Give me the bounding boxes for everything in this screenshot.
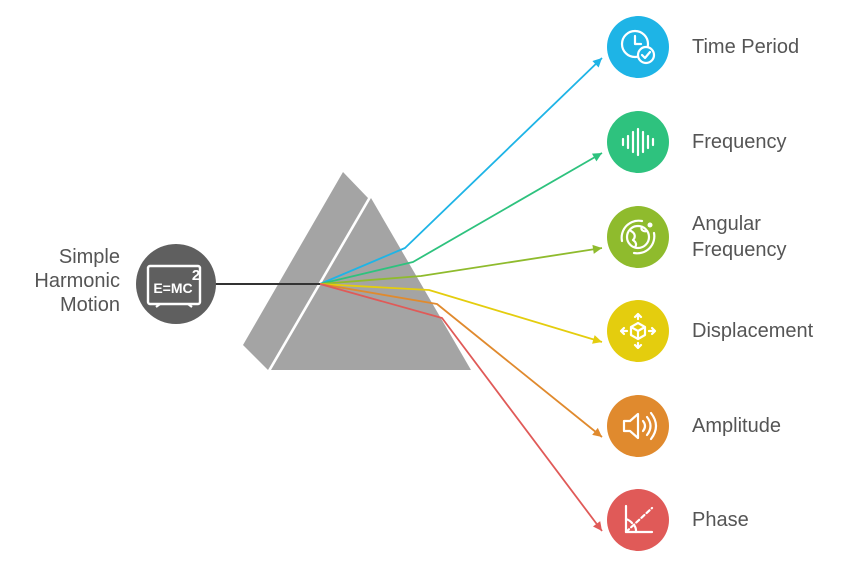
beam-1 — [319, 57, 603, 285]
source-node: E=MC 2 — [136, 244, 216, 324]
beam-arrowhead — [591, 153, 602, 162]
output-nodes — [607, 16, 669, 551]
output-node-2 — [607, 111, 669, 173]
output-label: Time Period — [692, 36, 800, 58]
move-cube-icon — [619, 312, 657, 350]
beam-3 — [319, 247, 603, 285]
formula-superscript: 2 — [192, 267, 200, 284]
output-label: Displacement — [692, 320, 814, 342]
source-label: Simple Harmonic Motion — [20, 245, 120, 317]
output-node-6 — [607, 489, 669, 551]
output-node-3 — [607, 206, 669, 268]
source-label-line: Motion — [59, 294, 120, 316]
beam-5 — [319, 283, 603, 438]
sound-wave-icon — [621, 127, 655, 157]
clock-icon — [620, 29, 656, 65]
light-beams — [319, 57, 603, 532]
output-label: Amplitude — [692, 415, 781, 437]
beam-arrowhead — [592, 244, 602, 254]
beam-2 — [319, 152, 603, 285]
formula-board-icon: E=MC 2 — [146, 264, 202, 308]
output-node-4 — [607, 300, 669, 362]
source-label-line: Harmonic — [34, 270, 120, 292]
output-label: Frequency — [692, 131, 787, 153]
angle-icon — [624, 504, 654, 534]
output-label: Phase — [692, 509, 749, 531]
output-node-5 — [607, 395, 669, 457]
output-node-1 — [607, 16, 669, 78]
formula-text: E=MC — [153, 280, 192, 296]
globe-orbit-icon — [620, 219, 656, 255]
beam-arrowhead — [592, 521, 602, 531]
beam-arrowhead — [592, 427, 602, 437]
beam-6 — [319, 283, 603, 532]
beam-arrowhead — [592, 58, 602, 68]
speaker-icon — [622, 411, 658, 441]
beam-4 — [319, 283, 603, 343]
source-label-line: Simple — [58, 246, 120, 268]
prism-front-face — [271, 198, 471, 370]
prism-back-face — [243, 172, 368, 370]
beam-arrowhead — [592, 335, 602, 344]
